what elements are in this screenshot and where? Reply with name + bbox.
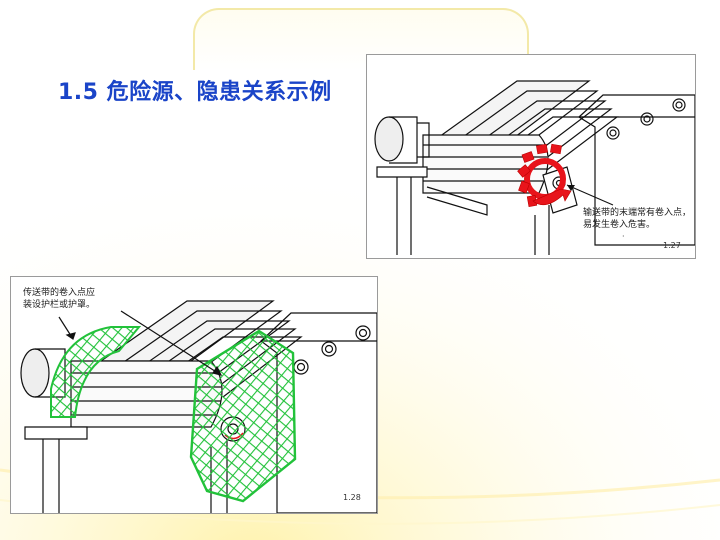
caption-line-2: 装设护栏或护罩。: [23, 300, 96, 310]
hazard-nip-point: [517, 143, 572, 207]
pointer-line: [566, 184, 614, 206]
note-mark: ·: [622, 232, 625, 241]
caption-line-1: 输送带的末端常有卷入点，: [583, 208, 692, 218]
figure-1-28: 传送带的卷入点应 装设护栏或护罩。 1.28: [10, 276, 378, 514]
pointer-arrows: [58, 310, 223, 376]
figure-caption: 传送带的卷入点应 装设护栏或护罩。: [23, 287, 95, 311]
figure-number: 1.27: [663, 241, 681, 250]
figure-1-27: 输送带的末端常有卷入点， 易发生卷入危害。 · 1.27: [366, 54, 696, 259]
slide-title: 1.5 危险源、隐患关系示例: [58, 80, 332, 105]
conveyor-guard-illustration: [20, 300, 377, 513]
conveyor-hazard-illustration: [374, 80, 695, 255]
mesh-guard-left: [50, 326, 142, 418]
figure-caption: 输送带的末端常有卷入点， 易发生卷入危害。: [583, 207, 691, 231]
caption-line-2: 易发生卷入危害。: [583, 220, 656, 230]
figure-number: 1.28: [343, 493, 361, 502]
caption-line-1: 传送带的卷入点应: [23, 288, 96, 298]
